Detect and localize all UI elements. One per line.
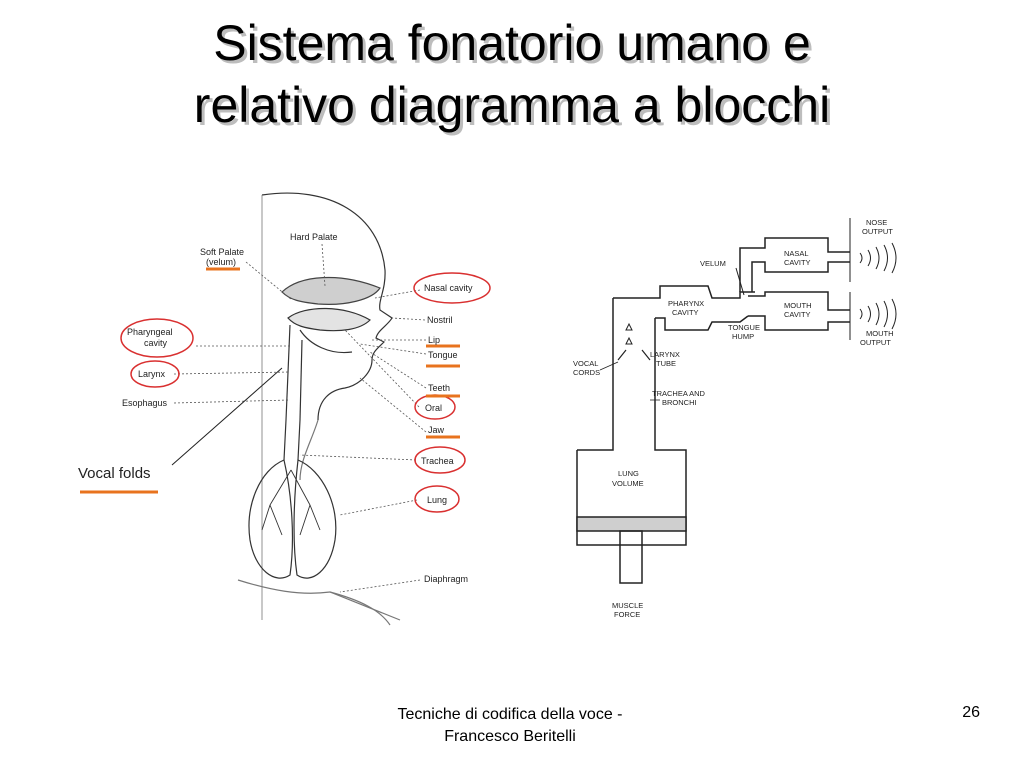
tongue-line (299, 329, 353, 354)
label-mouth-1: MOUTH (784, 301, 812, 310)
mouth-sound-waves (859, 298, 897, 330)
nose-sound-waves (859, 242, 897, 274)
nasal-bottom (751, 261, 850, 292)
label-larynx: Larynx (138, 369, 166, 379)
label-nasal-cavity: Nasal cavity (424, 283, 473, 293)
velum-arrow (735, 267, 745, 296)
label-mouth-output-1: MOUTH (866, 329, 894, 338)
label-tongue-1: TONGUE (728, 323, 760, 332)
pharynx-bottom (655, 315, 749, 331)
anatomy-labels: Soft Palate (velum) Hard Palate Nasal ca… (122, 232, 473, 584)
page-number: 26 (962, 704, 980, 721)
vocal-folds-arrow (171, 367, 283, 466)
circle-larynx (130, 360, 180, 388)
anatomy-diagram (171, 192, 427, 626)
title-line-2: relativo diagramma a blocchi (193, 77, 831, 133)
mouth-top (748, 291, 850, 311)
left-lung (248, 459, 294, 579)
slide-title: Sistema fonatorio umano e relativo diagr… (0, 12, 1024, 136)
neck-front (299, 419, 319, 481)
label-lung: Lung (427, 495, 447, 505)
label-muscle-1: MUSCLE (612, 601, 643, 610)
footer-line-1: Tecniche di codifica della voce - (397, 706, 623, 723)
body-outline (329, 591, 391, 626)
label-diaphragm: Diaphragm (424, 574, 468, 584)
orange-underlines (80, 267, 460, 494)
leader-lines (173, 243, 427, 593)
label-vocal-folds: Vocal folds (78, 465, 151, 482)
velum-symbols (625, 322, 633, 345)
title-line-1: Sistema fonatorio umano e (213, 15, 811, 71)
oral-cavity-shape (287, 307, 371, 332)
nasal-cavity-shape (281, 276, 381, 305)
label-vocal-2: CORDS (573, 368, 600, 377)
label-trachea: Trachea (421, 456, 454, 466)
label-pharyngeal-1: Pharyngeal (127, 327, 173, 337)
label-esophagus: Esophagus (122, 398, 168, 408)
label-soft-palate: Soft Palate (200, 247, 244, 257)
label-nose-output-2: OUTPUT (862, 227, 893, 236)
right-lung (293, 459, 337, 579)
circle-lung (414, 485, 460, 513)
label-nostril: Nostril (427, 315, 453, 325)
piston-rod (619, 530, 643, 584)
label-pharynx-2: CAVITY (672, 308, 699, 317)
head-outline (261, 192, 393, 421)
block-labels: NOSE OUTPUT NASAL CAVITY VELUM PHARYNX C… (573, 218, 894, 619)
label-lip: Lip (428, 335, 440, 345)
label-lung-1: LUNG (618, 469, 639, 478)
label-pharyngeal-2: cavity (144, 338, 168, 348)
nasal-top (739, 237, 850, 292)
label-velum: (velum) (206, 257, 236, 267)
vocal-leader (599, 361, 619, 371)
label-pharynx-1: PHARYNX (668, 299, 704, 308)
piston (576, 516, 687, 532)
label-tongue: Tongue (428, 350, 458, 360)
label-velum-block: VELUM (700, 259, 726, 268)
label-trachea-1: TRACHEA AND (652, 389, 706, 398)
label-muscle-2: FORCE (614, 610, 640, 619)
label-nasal-2: CAVITY (784, 258, 811, 267)
pharynx-wall-a (285, 324, 291, 421)
label-larynx-2: TUBE (656, 359, 676, 368)
circle-nasal-cavity (413, 272, 491, 304)
vocal-cords (617, 349, 651, 361)
label-trachea-2: BRONCHI (662, 398, 697, 407)
footer-text: Tecniche di codifica della voce - France… (340, 704, 680, 748)
circle-trachea (414, 446, 466, 474)
block-diagram (576, 218, 897, 584)
bronchi (261, 469, 321, 536)
circle-pharyngeal (120, 318, 194, 358)
label-jaw: Jaw (428, 425, 445, 435)
lung-left-wall (577, 298, 614, 451)
label-mouth-output-2: OUTPUT (860, 338, 891, 347)
trachea-walls (283, 419, 301, 461)
diaphragm-line (237, 579, 401, 621)
label-larynx-1: LARYNX (650, 350, 680, 359)
label-mouth-2: CAVITY (784, 310, 811, 319)
label-nasal-1: NASAL (784, 249, 809, 258)
label-vocal-1: VOCAL (573, 359, 598, 368)
label-tongue-2: HUMP (732, 332, 754, 341)
label-hard-palate: Hard Palate (290, 232, 338, 242)
label-lung-2: VOLUME (612, 479, 644, 488)
label-teeth: Teeth (428, 383, 450, 393)
pharynx-top (613, 285, 755, 299)
mouth-bottom (748, 315, 850, 331)
footer-line-2: Francesco Beritelli (444, 728, 576, 745)
pharynx-wall-b (299, 339, 303, 421)
label-nose-output-1: NOSE (866, 218, 887, 227)
label-oral: Oral (425, 403, 442, 413)
